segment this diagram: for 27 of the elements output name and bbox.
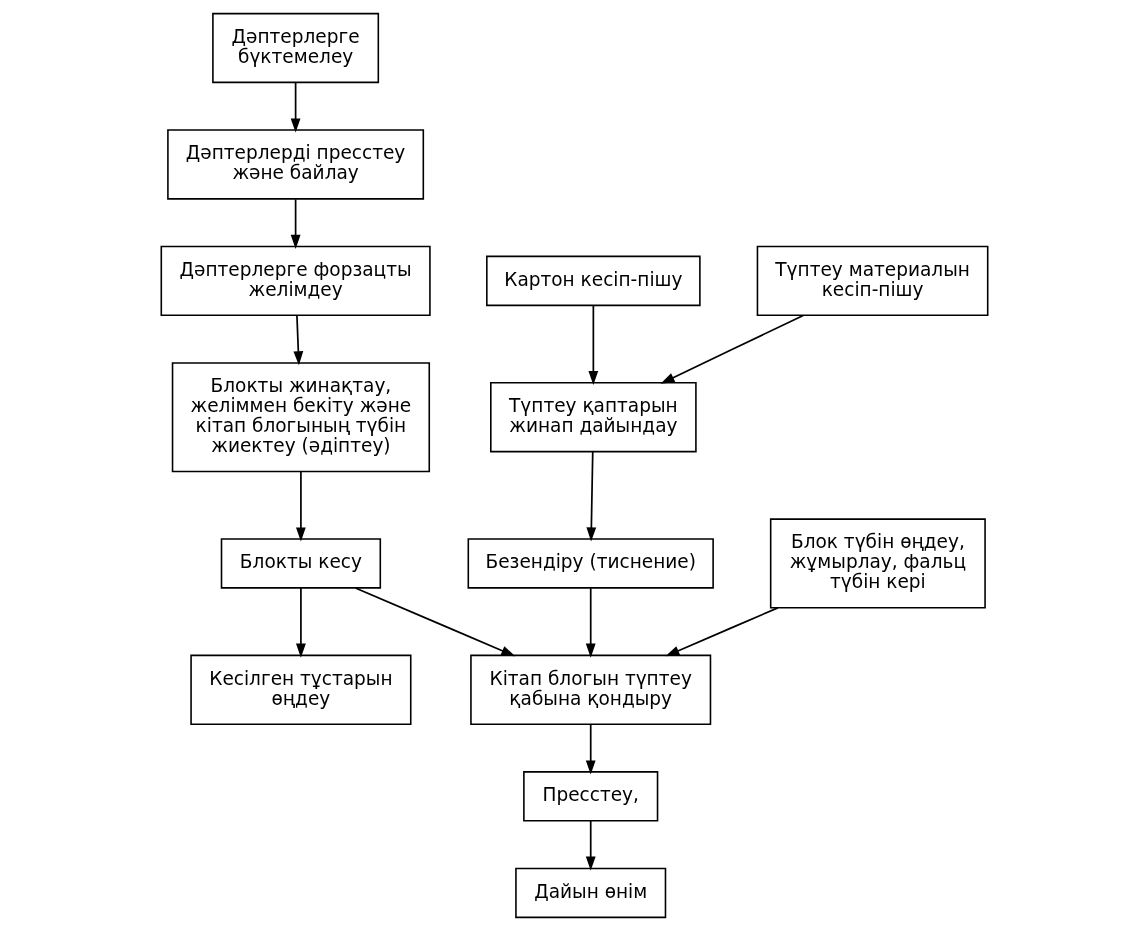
node-box: Кесілген тұстарын өңдеу — [189, 654, 412, 725]
arrow — [354, 587, 515, 657]
arrow — [585, 587, 596, 658]
node-box: Дәптерлерді пресстеу және байлау — [166, 129, 424, 200]
arrow — [292, 314, 303, 366]
node-box: Кітап блогын түптеу қабына қондыру — [469, 654, 711, 725]
node-box: Блок түбін өңдеу, жұмырлау, фальц түбін кері — [769, 518, 986, 609]
node-box: Дәптерлерге форзацты желімдеу — [160, 245, 431, 317]
node-box: Блокты жинақтау, желіммен бекіту және кітап блогының түбін жиектеу (әдіптеу) — [171, 362, 430, 473]
arrow — [585, 820, 596, 871]
node-box: Түптеу қаптарын жинап дайындау — [489, 382, 697, 453]
node-box: Картон кесіп-пішу — [485, 255, 701, 307]
arrow — [660, 314, 804, 384]
node-box: Безендіру (тиснение) — [467, 538, 714, 589]
arrow — [585, 450, 596, 542]
arrow — [295, 470, 306, 542]
arrow — [290, 82, 301, 133]
arrow — [664, 607, 779, 657]
arrow — [290, 198, 301, 249]
node-box: Блокты кесу — [220, 538, 381, 589]
arrow — [295, 587, 306, 658]
node-box: Дайын өнім — [514, 867, 666, 919]
node-box: Пресстеу, — [522, 771, 658, 822]
arrow — [585, 723, 596, 775]
node-box: Дәптерлерге бүктемелеу — [211, 12, 379, 84]
arrow — [587, 304, 598, 385]
node-box: Түптеу материалын кесіп-пішу — [756, 245, 988, 317]
